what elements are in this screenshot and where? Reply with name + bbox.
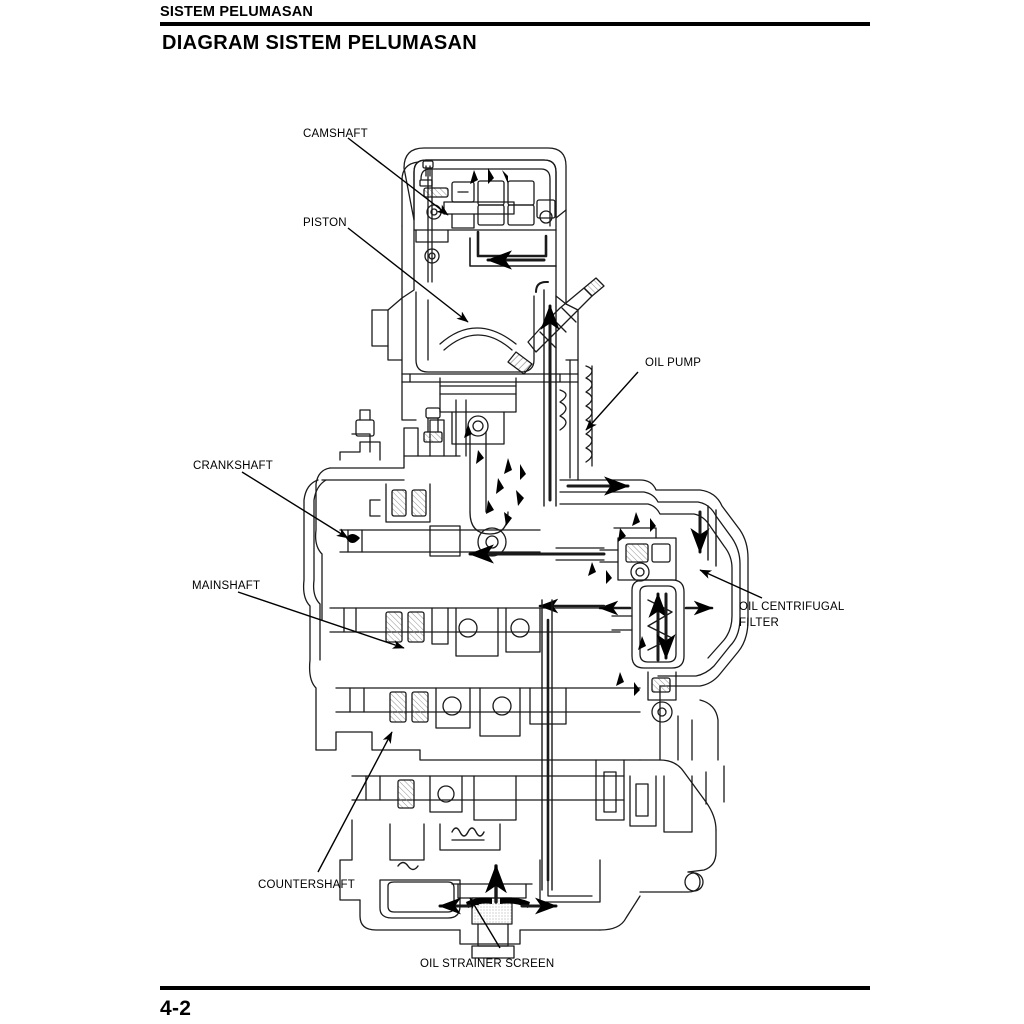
callout-label-countershaft: COUNTERSHAFT [258, 879, 355, 891]
running-head: SISTEM PELUMASAN [160, 4, 314, 20]
page-title: DIAGRAM SISTEM PELUMASAN [162, 32, 477, 54]
footer-rule [160, 986, 870, 990]
leader-mainshaft [237, 591, 405, 649]
leader-oil-centrifugal-filter [699, 569, 763, 599]
callout-label-oil-centrifugal-filter-line2: FILTER [739, 617, 779, 629]
page-number: 4-2 [160, 997, 192, 1020]
header-rule [160, 22, 870, 26]
callout-label-oil-centrifugal-filter: OIL CENTRIFUGAL [739, 601, 845, 613]
callout-label-mainshaft: MAINSHAFT [192, 580, 260, 592]
callout-label-piston: PISTON [303, 217, 347, 229]
callout-label-crankshaft: CRANKSHAFT [193, 460, 273, 472]
leader-camshaft [347, 137, 449, 216]
callout-label-oil-pump: OIL PUMP [645, 357, 701, 369]
leader-oil-pump [585, 371, 639, 431]
leader-countershaft [317, 731, 393, 873]
callout-label-oil-strainer-screen: OIL STRAINER SCREEN [420, 958, 554, 970]
leader-crankshaft [241, 471, 349, 539]
leader-oil-strainer-screen [469, 897, 501, 949]
callout-label-camshaft: CAMSHAFT [303, 128, 368, 140]
lubrication-system-diagram: CAMSHAFT PISTON OIL PUMP CRANKSHAFT MAIN… [0, 60, 1024, 980]
leader-piston [347, 227, 469, 323]
